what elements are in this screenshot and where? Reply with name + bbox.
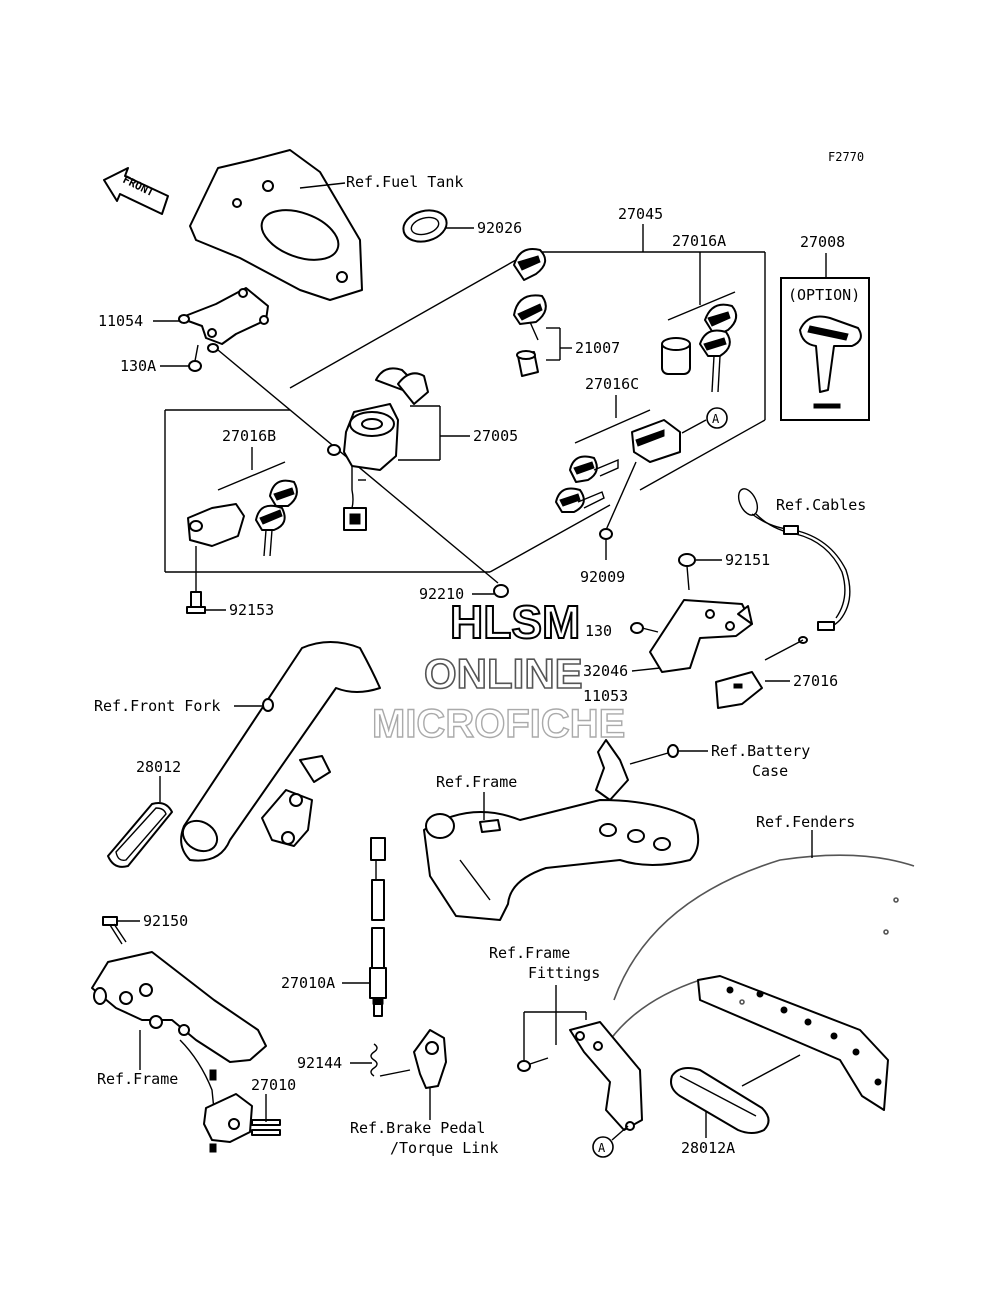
ref-battery-label-2: Case [752,762,788,780]
screw-92009 [599,528,613,540]
watermark: HLSM ONLINE MICROFICHE [371,595,626,747]
part-130A: 130A [120,357,156,375]
keys-27016C [555,455,619,513]
spring-92144 [370,1043,411,1077]
part-92144: 92144 [297,1054,342,1072]
key-blank-icon [799,315,862,409]
lock-27016C [631,419,681,463]
part-27016A: 27016A [672,232,726,250]
bracket-11054 [178,287,269,345]
brake-pedal-torque-link [413,1029,447,1089]
figure-code: F2770 [828,150,864,164]
part-27016C: 27016C [585,375,639,393]
ref-frame-fittings-label-1: Ref.Frame [489,944,570,962]
bolt-130A [188,343,219,372]
part-28012A: 28012A [681,1139,735,1157]
part-27010A: 27010A [281,974,335,992]
part-32046: 32046 [583,662,628,680]
part-27045: 27045 [618,205,663,223]
circle-a-bottom-label: A [598,1141,606,1155]
part-21007: 21007 [575,339,620,357]
cable-assembly [737,488,851,661]
keys-21007 [513,248,547,377]
part-27005: 27005 [473,427,518,445]
part-92026: 92026 [477,219,522,237]
ref-brake-pedal-label-1: Ref.Brake Pedal [350,1119,485,1137]
reference-circle-a-top [706,407,728,429]
keys-27016B [255,479,298,557]
part-92153: 92153 [229,601,274,619]
option-box-label: (OPTION) [788,286,860,304]
reference-circle-a-bottom [592,1136,614,1158]
bolt-92153 [186,591,206,614]
watermark-line-2: ONLINE [424,650,583,697]
frame-fittings-bracket [517,1021,643,1131]
ref-brake-pedal-label-2: /Torque Link [390,1139,498,1157]
nut-92210 [493,584,509,598]
ref-frame-mid-label: Ref.Frame [436,773,517,791]
ref-fenders-label: Ref.Fenders [756,813,855,831]
grommet-92026 [402,209,448,243]
fuel-tank-cover [189,149,363,301]
bracket-11053 [715,671,763,709]
ref-front-fork-label: Ref.Front Fork [94,697,220,715]
watermark-line-1: HLSM [450,596,580,648]
part-92210: 92210 [419,585,464,603]
ref-frame-low-label: Ref.Frame [97,1070,178,1088]
rear-fender [609,854,915,1111]
part-92151: 92151 [725,551,770,569]
frame-section [423,799,700,921]
part-27016: 27016 [793,672,838,690]
switch-27010 [179,1039,281,1153]
part-28012: 28012 [136,758,181,776]
part-11054: 11054 [98,312,143,330]
frame-lower [91,951,267,1063]
part-27008: 27008 [800,233,845,251]
front-arrow-icon: FRONT [103,167,169,215]
part-27010: 27010 [251,1076,296,1094]
reflector-28012 [107,802,173,868]
part-130: 130 [585,622,612,640]
front-fork [180,641,381,862]
battery-case-bracket [595,739,679,801]
watermark-line-3: MICROFICHE [372,702,625,746]
reflector-28012A [670,1067,770,1134]
part-11053: 11053 [583,687,628,705]
bracket-32046 [649,599,753,673]
bolt-130 [630,622,659,634]
circle-a-top-label: A [712,412,720,426]
ref-frame-fittings-label-2: Fittings [528,964,600,982]
ref-cables-label: Ref.Cables [776,496,866,514]
lock-27016B [187,503,245,547]
ref-fuel-tank-label: Ref.Fuel Tank [346,173,463,191]
cylinder-27016A [661,337,691,375]
keys-27016A [699,303,738,393]
switch-27010A [369,837,387,1017]
ref-battery-label-1: Ref.Battery [711,742,810,760]
screw-92151 [678,553,696,591]
part-27016B: 27016B [222,427,276,445]
part-92150: 92150 [143,912,188,930]
part-92009: 92009 [580,568,625,586]
ignition-switch-27005 [327,367,429,531]
